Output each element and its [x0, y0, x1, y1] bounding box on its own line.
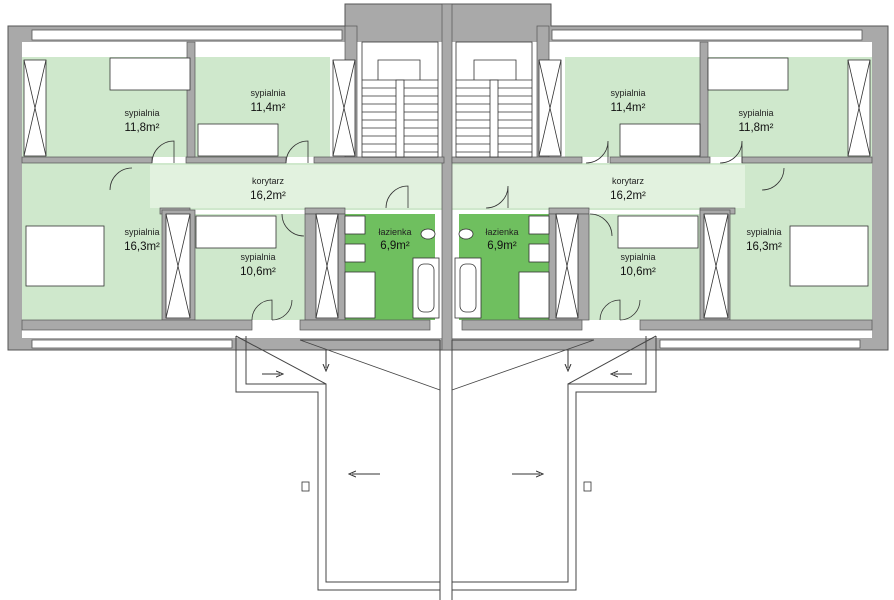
label-area: 16,2m²: [610, 190, 646, 202]
label-name: łazienka: [378, 227, 411, 237]
label-name: korytarz: [612, 176, 645, 186]
label-name: łazienka: [485, 227, 518, 237]
label-name: sypialnia: [124, 227, 159, 237]
label-name: sypialnia: [124, 108, 159, 118]
label-area: 16,2m²: [250, 190, 286, 202]
top-windows: [31, 29, 863, 41]
door-swings: [109, 140, 785, 321]
label-area: 11,8m²: [739, 122, 774, 134]
label-area: 10,6m²: [240, 266, 276, 278]
label-area: 11,4m²: [611, 102, 646, 114]
label-name: sypialnia: [738, 108, 773, 118]
beds: [25, 57, 869, 287]
label-area: 11,8m²: [125, 122, 160, 134]
stairs-right: [455, 41, 533, 158]
label-name: sypialnia: [610, 88, 645, 98]
terrace-posts: [301, 481, 592, 492]
terraces: [235, 335, 657, 600]
label-name: sypialnia: [250, 88, 285, 98]
label-area: 6,9m²: [380, 240, 410, 252]
label-name: sypialnia: [620, 252, 655, 262]
bottom-windows: [31, 339, 861, 349]
label-name: sypialnia: [746, 227, 781, 237]
label-area: 10,6m²: [620, 266, 656, 278]
label-name: korytarz: [252, 176, 285, 186]
label-name: sypialnia: [240, 252, 275, 262]
terrace-arrows: [262, 350, 632, 474]
corridor-left-highlight: [150, 165, 442, 208]
corridor-right-highlight: [452, 165, 745, 208]
room-labels: sypialnia 11,8m² sypialnia 11,4m² koryta…: [124, 88, 782, 278]
label-area: 16,3m²: [124, 241, 160, 253]
bathroom-fixtures: [344, 215, 550, 319]
label-area: 11,4m²: [251, 102, 286, 114]
wardrobes: [23, 59, 871, 319]
stairs-left: [361, 41, 439, 158]
label-area: 16,3m²: [746, 241, 782, 253]
label-area: 6,9m²: [487, 240, 517, 252]
